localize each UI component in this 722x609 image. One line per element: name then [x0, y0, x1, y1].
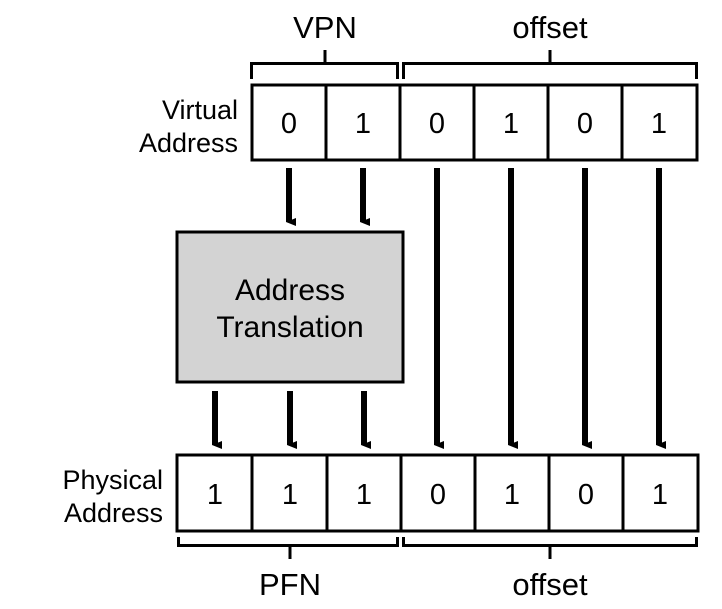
virtual-address-label-line1: Virtual: [162, 95, 238, 125]
va-bit-3: 1: [503, 108, 519, 140]
pa-cell-6: [621, 453, 700, 533]
va-offset-top-label: offset: [512, 10, 588, 45]
vpn-top-label: VPN: [293, 10, 357, 45]
physical-address-label-line1: Physical: [62, 465, 163, 495]
address-translation-label-line2: Translation: [216, 311, 363, 344]
va-cell-2: [398, 83, 476, 162]
pa-bit-1: 1: [282, 479, 298, 511]
pa-offset-bottom-label: offset: [512, 567, 588, 602]
address-translation-box[interactable]: [175, 230, 405, 384]
physical-address-cells: 1 1 1 0 1 0 1: [175, 453, 700, 533]
pa-offset-bracket: [402, 537, 698, 559]
pa-cell-5: [547, 453, 625, 533]
translation-to-pfn-arrows: [212, 391, 371, 449]
pa-cell-0: [175, 453, 254, 533]
pfn-bottom-label: PFN: [259, 567, 321, 602]
pa-bit-2: 1: [356, 479, 372, 511]
address-translation-label-line1: Address: [235, 274, 345, 307]
va-offset-bracket: [402, 50, 698, 79]
va-cell-5: [620, 83, 699, 162]
virtual-address-cells: 0 1 0 1 0 1: [250, 83, 699, 162]
pa-bit-6: 1: [652, 479, 668, 511]
pa-bit-5: 0: [578, 479, 594, 511]
virtual-address-label-line2: Address: [139, 128, 238, 158]
physical-address-label-line2: Address: [64, 498, 163, 528]
pa-bit-0: 1: [207, 479, 223, 511]
vpn-bracket: [250, 50, 399, 79]
pa-cell-2: [325, 453, 403, 533]
va-bit-1: 1: [355, 108, 371, 140]
va-bit-4: 0: [577, 108, 593, 140]
offset-passthrough-arrows: [434, 168, 666, 449]
pa-bit-4: 1: [504, 479, 520, 511]
pa-bit-3: 0: [430, 479, 446, 511]
va-bit-2: 0: [429, 108, 445, 140]
va-bit-0: 0: [281, 108, 297, 140]
va-cell-3: [472, 83, 550, 162]
pfn-bracket: [177, 537, 399, 559]
pa-cell-4: [473, 453, 551, 533]
va-bit-5: 1: [651, 108, 667, 140]
vpn-to-translation-arrows: [286, 168, 370, 226]
